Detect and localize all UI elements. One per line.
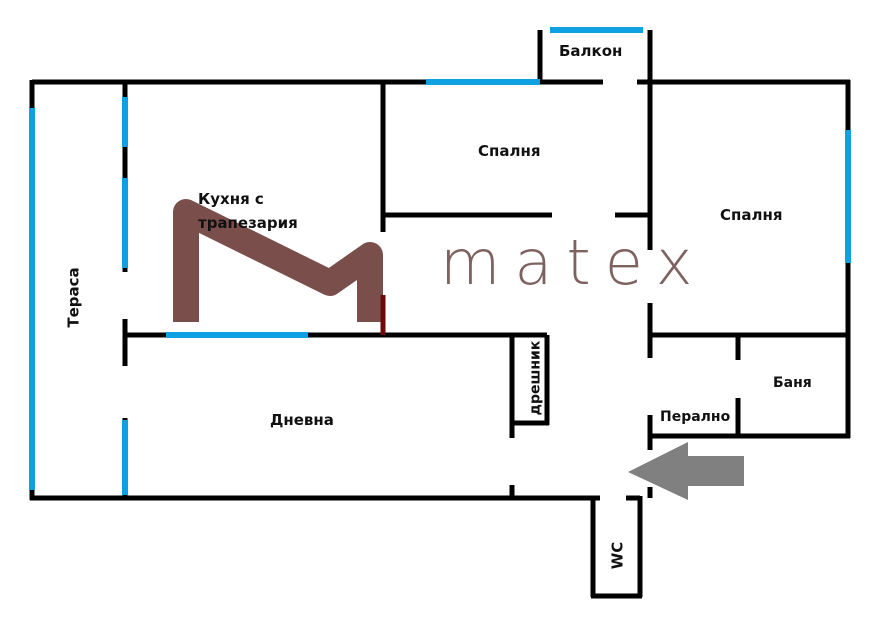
room-label-wc: WC xyxy=(608,541,627,570)
logo-text: matex xyxy=(440,226,707,299)
room-label-bathroom: Баня xyxy=(773,375,812,391)
walls xyxy=(29,30,851,599)
windows xyxy=(29,27,851,495)
room-label-kitchen-line1: Кухня с xyxy=(198,190,264,208)
room-label-wardrobe: дрешник xyxy=(527,340,544,416)
room-label-living: Дневна xyxy=(270,411,334,429)
logo-m-mark xyxy=(173,199,383,322)
room-label-bedroom-1: Спалня xyxy=(478,142,541,160)
room-label-laundry: Перално xyxy=(660,409,731,425)
room-label-balcony: Балкон xyxy=(559,42,623,60)
arrow-left-icon xyxy=(628,442,744,500)
room-label-terrace: Тераса xyxy=(64,267,83,328)
room-label-bedroom-2: Спалня xyxy=(720,206,783,224)
room-label-kitchen-line2: трапезария xyxy=(198,214,298,232)
